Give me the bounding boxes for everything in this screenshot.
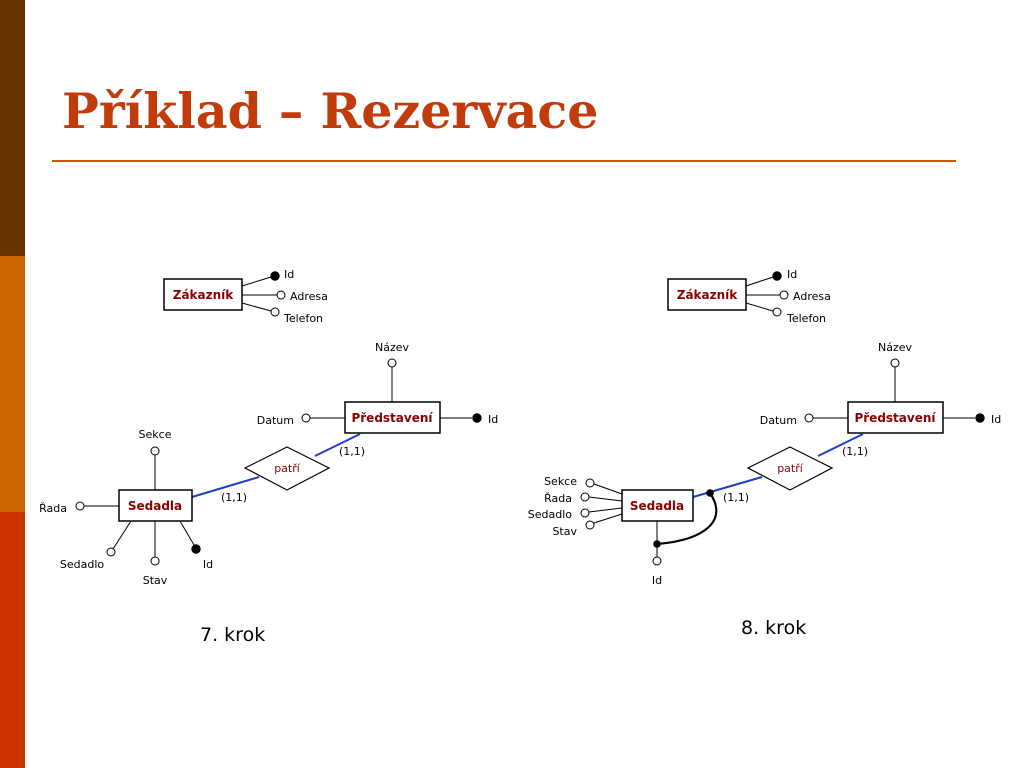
attribute-circle [106,547,116,557]
cardinality-label: (1,1) [339,445,365,458]
er-diagram-step-7: Zákazník Id Adresa Telefon Představení N… [39,268,498,587]
attribute-circle [276,290,286,300]
caption-step-7: 7. krok [200,624,266,646]
attribute-circle [890,358,900,368]
cardinality-label: (1,1) [842,445,868,458]
key-attribute-dot [270,271,280,281]
attribute-circle [75,501,85,511]
entity-label: Sedadla [630,499,684,513]
attr-label: Id [652,574,662,587]
attr-label: Datum [257,414,294,427]
attribute-circle [301,413,311,423]
cardinality-label: (1,1) [723,491,749,504]
caption-step-8: 8. krok [741,617,807,639]
entity-label: Představení [351,411,433,425]
attribute-circle [652,556,662,566]
attr-label: Adresa [793,290,831,303]
attr-label: Id [787,268,797,281]
attr-label: Telefon [786,312,826,325]
attr-label: Id [203,558,213,571]
attribute-circle [585,478,595,488]
entity-zakaznik: Zákazník [163,278,243,311]
cardinality-label: (1,1) [221,491,247,504]
attribute-circle [270,307,280,317]
attribute-circle [779,290,789,300]
entity-label: Představení [854,411,936,425]
entity-label: Zákazník [173,288,235,302]
attr-label: Id [284,268,294,281]
attr-label: Sekce [544,475,577,488]
attribute-circle [580,508,590,518]
relationship-patri: patří [243,446,331,491]
identifier-dot [706,489,714,497]
relationship-patri: patří [746,446,834,491]
entity-label: Sedadla [128,499,182,513]
attr-label: Řada [544,492,572,505]
entity-sedadla: Sedadla [118,489,193,522]
entity-sedadla: Sedadla [621,489,694,522]
entity-predstaveni: Představení [344,401,441,434]
sidebar-band-orange [0,256,25,512]
attr-label: Datum [760,414,797,427]
key-attribute-dot [191,544,201,554]
entity-label: Zákazník [677,288,739,302]
attr-label: Id [488,413,498,426]
attr-label: Řada [39,502,67,515]
attribute-circle [772,307,782,317]
attribute-circle [387,358,397,368]
attribute-circle [585,520,595,530]
attr-label: Sekce [139,428,172,441]
attribute-circle [150,556,160,566]
attr-label: Název [878,341,913,354]
er-diagram-step-8: Zákazník Id Adresa Telefon Představení N… [528,268,1001,587]
attr-label: Sedadlo [60,558,105,571]
title-underline [52,160,956,162]
slide-title: Příklad – Rezervace [62,82,599,140]
sidebar-band-red [0,512,25,768]
relationship-label: patří [274,462,301,475]
sidebar-band-dark [0,0,25,256]
key-attribute-dot [975,413,985,423]
attr-label: Telefon [283,312,323,325]
relationship-label: patří [777,462,804,475]
attribute-circle [150,446,160,456]
key-attribute-dot [472,413,482,423]
key-attribute-dot [772,271,782,281]
attr-label: Stav [143,574,168,587]
attr-label: Id [991,413,1001,426]
decorative-sidebar [0,0,25,768]
entity-zakaznik: Zákazník [667,278,747,311]
attr-label: Sedadlo [528,508,573,521]
attr-label: Stav [552,525,577,538]
attribute-circle [804,413,814,423]
attr-label: Adresa [290,290,328,303]
entity-predstaveni: Představení [847,401,944,434]
attr-label: Název [375,341,410,354]
attribute-circle [580,492,590,502]
